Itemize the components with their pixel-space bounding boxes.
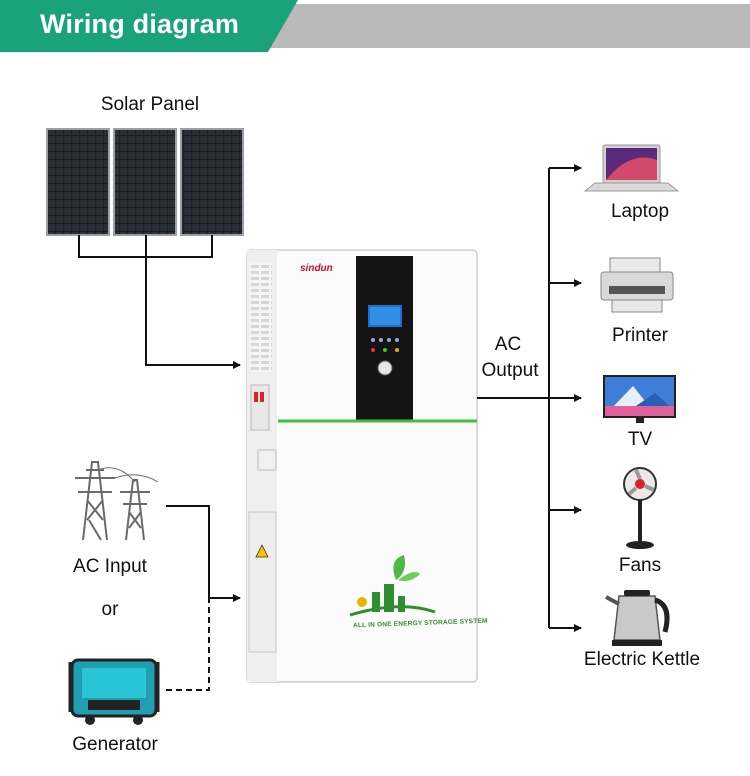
load-label-laptop: Laptop	[611, 201, 669, 223]
or-label: or	[102, 599, 119, 621]
load-label-printer: Printer	[612, 325, 668, 347]
power-tower-icon	[75, 462, 158, 540]
load-label-tv: TV	[628, 429, 652, 451]
load-label-electric-kettle: Electric Kettle	[584, 649, 700, 671]
solar-panel-icon	[181, 129, 243, 235]
solar-panel-icon	[114, 129, 176, 235]
solar-panel-group	[47, 129, 243, 235]
generator-wire	[166, 598, 209, 690]
ac-output-wire	[477, 168, 581, 628]
vent-grille	[250, 262, 272, 372]
fan-icon	[624, 468, 656, 549]
tv-icon	[603, 375, 676, 423]
ac-input-label: AC Input	[73, 556, 147, 578]
control-panel	[356, 256, 413, 422]
inverter-unit	[247, 250, 477, 683]
kettle-icon	[606, 590, 667, 646]
load-label-fans: Fans	[619, 555, 661, 577]
ac-output-label-line2: Output	[481, 360, 538, 382]
printer-icon	[601, 258, 673, 312]
generator-label: Generator	[72, 734, 158, 756]
solar-panel-label: Solar Panel	[101, 94, 199, 116]
ac-input-wire	[166, 506, 240, 598]
brand-logo: sindun	[300, 263, 333, 274]
generator-icon	[70, 660, 158, 725]
solar-panel-icon	[47, 129, 109, 235]
solar-wire	[79, 235, 240, 365]
ac-output-label-line1: AC	[495, 334, 521, 356]
laptop-icon	[585, 145, 678, 191]
